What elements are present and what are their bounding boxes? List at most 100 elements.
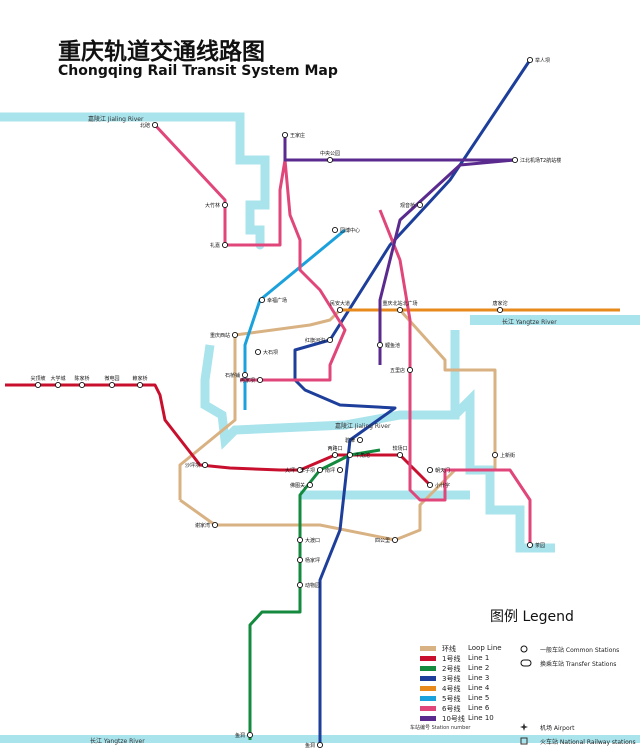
station-label: 牛角沱 (355, 452, 370, 459)
station-label: 大石坝 (263, 349, 278, 356)
station-marker[interactable] (221, 241, 229, 249)
station-marker[interactable] (34, 381, 42, 389)
station-marker[interactable] (336, 306, 344, 314)
station-marker[interactable] (296, 581, 304, 589)
station-marker[interactable] (526, 56, 534, 64)
map-title-zh: 重庆轨道交通线路图 (58, 39, 265, 65)
station-marker[interactable] (201, 461, 209, 469)
station-marker[interactable] (416, 201, 424, 209)
legend-swatch-line6 (420, 706, 436, 711)
station-marker[interactable] (246, 731, 254, 739)
legend-line-en: Loop Line (468, 644, 502, 652)
legend-symbols: 一般车站 Common Stations 换乘车站 Transfer Stati… (520, 644, 638, 672)
station-marker[interactable] (254, 348, 262, 356)
legend-symbol-common: 一般车站 Common Stations (520, 644, 638, 658)
station-marker[interactable] (281, 131, 289, 139)
legend-line-en: Line 2 (468, 664, 490, 672)
station-marker[interactable] (306, 481, 314, 489)
station-marker[interactable] (336, 466, 344, 474)
legend-item-line3: 3号线 Line 3 (420, 674, 530, 684)
station-marker[interactable] (391, 536, 399, 544)
station-label: 大竹林 (205, 202, 220, 209)
legend-swatch-line3 (420, 676, 436, 681)
station-marker[interactable] (221, 201, 229, 209)
station-marker[interactable] (136, 381, 144, 389)
line-6 (153, 123, 532, 545)
station-label: 重庆北站北广场 (382, 300, 417, 307)
station-marker[interactable] (426, 466, 434, 474)
line-2 (248, 448, 381, 740)
legend-facility-text: 机场 Airport (540, 725, 575, 732)
station-label: 谢家湾 (195, 522, 210, 529)
station-label: 朝天门 (435, 467, 450, 474)
station-marker[interactable] (496, 306, 504, 314)
station-marker[interactable] (511, 156, 519, 164)
legend-line-zh: 5号线 (442, 695, 461, 703)
station-marker[interactable] (326, 336, 334, 344)
station-label: 较场口 (392, 445, 407, 452)
station-label: 茶园 (535, 542, 545, 549)
station-label: 尖顶坡 (30, 375, 45, 382)
legend-facility-railway: 火车站 National Railway stations (520, 736, 638, 750)
station-marker[interactable] (78, 381, 86, 389)
station-label: 中央公园 (320, 150, 340, 157)
legend-symbol-text: 换乘车站 Transfer Stations (540, 661, 617, 668)
station-marker[interactable] (491, 451, 499, 459)
station-marker[interactable] (231, 331, 239, 339)
station-marker[interactable] (296, 536, 304, 544)
station-label: 唐家沱 (492, 300, 507, 307)
station-marker[interactable] (396, 306, 404, 314)
legend-line-zh: 2号线 (442, 665, 461, 673)
legend-item-line2: 2号线 Line 2 (420, 664, 530, 674)
station-marker[interactable] (526, 541, 534, 549)
legend-facility-airport: 机场 Airport (520, 722, 638, 736)
transfer-station-icon (520, 659, 532, 667)
station-marker[interactable] (331, 226, 339, 234)
station-marker[interactable] (316, 741, 324, 749)
legend-line-en: Line 3 (468, 674, 490, 682)
station-label: 两路口 (327, 445, 342, 452)
line-10 (283, 135, 517, 365)
station-marker[interactable] (356, 436, 364, 444)
station-label: 礼嘉 (210, 242, 220, 249)
station-marker[interactable] (241, 371, 249, 379)
station-marker[interactable] (54, 381, 62, 389)
station-marker[interactable] (256, 376, 264, 384)
legend-symbol-transfer: 换乘车站 Transfer Stations (520, 658, 638, 672)
legend-line-en: Line 4 (468, 684, 490, 692)
legend-line-en: Line 6 (468, 704, 490, 712)
station-marker[interactable] (151, 121, 159, 129)
legend-facilities: 机场 Airport 火车站 National Railway stations (520, 722, 638, 750)
station-label: 赖家桥 (132, 375, 147, 382)
station-marker[interactable] (396, 451, 404, 459)
river-jialing-top (0, 112, 270, 250)
map-title-en: Chongqing Rail Transit System Map (58, 63, 338, 79)
station-label: 碧津 (345, 437, 355, 444)
station-marker[interactable] (426, 481, 434, 489)
station-marker[interactable] (376, 341, 384, 349)
station-marker[interactable] (331, 451, 339, 459)
station-marker[interactable] (346, 451, 354, 459)
station-marker[interactable] (326, 156, 334, 164)
legend-title: 图例 Legend (490, 609, 574, 625)
station-label: 王家庄 (290, 132, 305, 139)
river-label-yangtze-south: 长江 Yangtze River (90, 738, 145, 745)
legend-line-zh: 3号线 (442, 675, 461, 683)
station-marker[interactable] (258, 296, 266, 304)
legend-swatch-line5 (420, 696, 436, 701)
station-label: 石桥铺 (225, 372, 240, 379)
station-marker[interactable] (296, 556, 304, 564)
station-marker[interactable] (296, 466, 304, 474)
station-marker[interactable] (108, 381, 116, 389)
legend-swatch-loop (420, 646, 436, 651)
station-label: 小什字 (435, 482, 450, 489)
station-marker[interactable] (211, 521, 219, 529)
station-marker[interactable] (316, 466, 324, 474)
station-marker[interactable] (406, 366, 414, 374)
station-label: 四公里 (375, 538, 390, 544)
station-label: 鱼洞 (235, 732, 245, 739)
station-label: 重庆西站 (210, 332, 230, 339)
station-label: 杨家坪 (305, 557, 320, 564)
